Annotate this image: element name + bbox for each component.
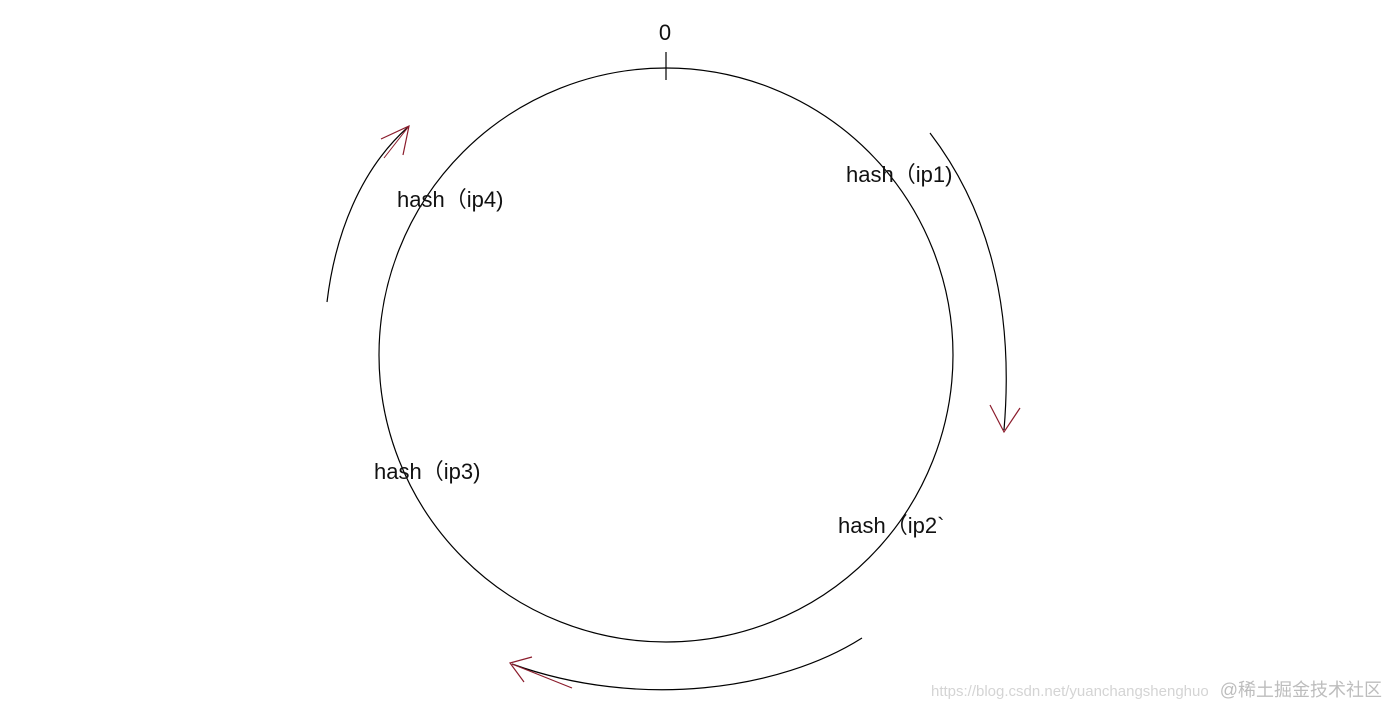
- node-label-ip4: hash（ip4): [397, 187, 503, 212]
- node-label-ip3: hash（ip3): [374, 459, 480, 484]
- arrow-arc-bottom: [511, 637, 863, 691]
- arrow-arc-left: [326, 126, 409, 303]
- arrowhead-right: [989, 404, 1021, 434]
- node-label-ip1: hash（ip1): [846, 162, 952, 187]
- arrowhead-bottom-shadow: [511, 663, 573, 689]
- arrowhead-bottom: [508, 656, 533, 683]
- arrowhead-left-shadow: [383, 125, 410, 159]
- watermark: https://blog.csdn.net/yuanchangshenghuo …: [931, 676, 1382, 702]
- clockwise-arrow-right: [929, 132, 1021, 434]
- watermark-url: https://blog.csdn.net/yuanchangshenghuo: [930, 683, 1209, 700]
- clockwise-arrow-bottom: [508, 637, 863, 691]
- origin-label: 0: [659, 20, 671, 45]
- clockwise-arrow-left: [326, 124, 410, 303]
- arrow-arc-right: [929, 132, 1007, 431]
- hash-ring: [378, 67, 954, 643]
- watermark-brand: @稀土掘金技术社区: [1219, 680, 1382, 700]
- node-label-ip2: hash（ip2`: [838, 513, 944, 538]
